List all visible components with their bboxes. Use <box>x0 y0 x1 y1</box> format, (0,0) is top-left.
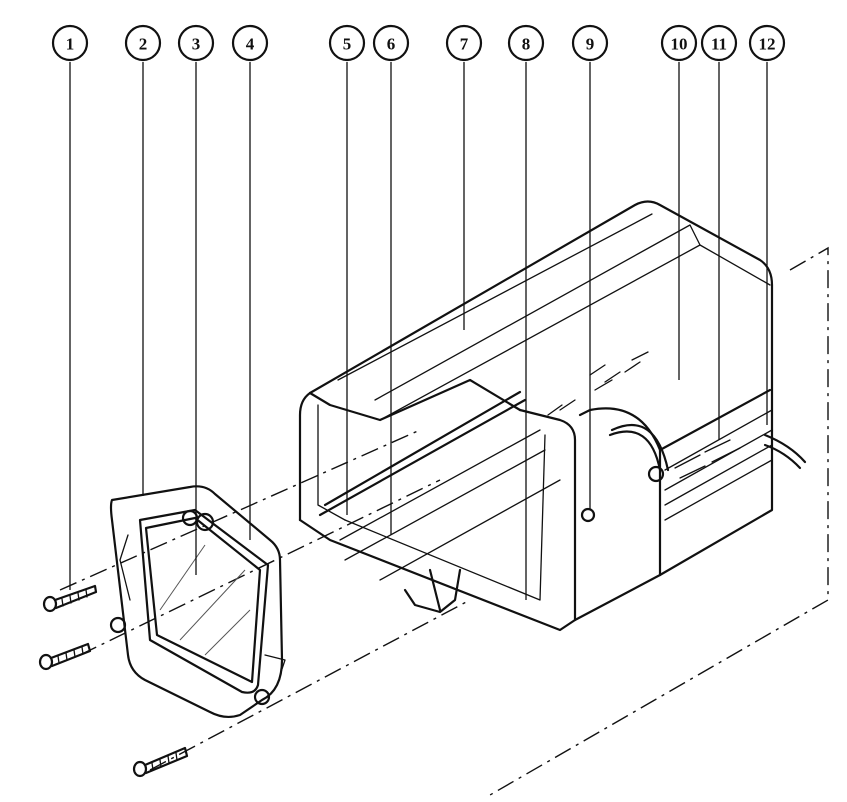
svg-text:8: 8 <box>522 35 531 54</box>
callout-11: 11 <box>700 24 738 62</box>
callout-10: 10 <box>660 24 698 62</box>
callout-1: 1 <box>51 24 89 62</box>
svg-text:2: 2 <box>139 35 148 54</box>
svg-text:12: 12 <box>759 35 776 54</box>
housing-body <box>298 200 807 632</box>
leader-lines <box>69 62 768 600</box>
callout-7: 7 <box>445 24 483 62</box>
callout-12: 12 <box>748 24 786 62</box>
svg-text:5: 5 <box>343 35 352 54</box>
svg-text:6: 6 <box>387 35 396 54</box>
svg-text:11: 11 <box>711 35 727 54</box>
callout-3: 3 <box>177 24 215 62</box>
callout-9: 9 <box>571 24 609 62</box>
svg-text:4: 4 <box>246 35 255 54</box>
callout-2: 2 <box>124 24 162 62</box>
svg-text:7: 7 <box>460 35 469 54</box>
svg-text:9: 9 <box>586 35 595 54</box>
callout-5: 5 <box>328 24 366 62</box>
svg-text:1: 1 <box>66 35 75 54</box>
svg-text:3: 3 <box>192 35 201 54</box>
callout-4: 4 <box>231 24 269 62</box>
screw-top <box>42 584 98 613</box>
screw-middle <box>38 642 92 671</box>
svg-text:10: 10 <box>671 35 688 54</box>
callout-8: 8 <box>507 24 545 62</box>
mounting-axis-lines <box>59 429 471 771</box>
screw-bottom <box>132 746 189 778</box>
callout-6: 6 <box>372 24 410 62</box>
screws <box>38 584 189 778</box>
front-cover <box>109 485 286 719</box>
